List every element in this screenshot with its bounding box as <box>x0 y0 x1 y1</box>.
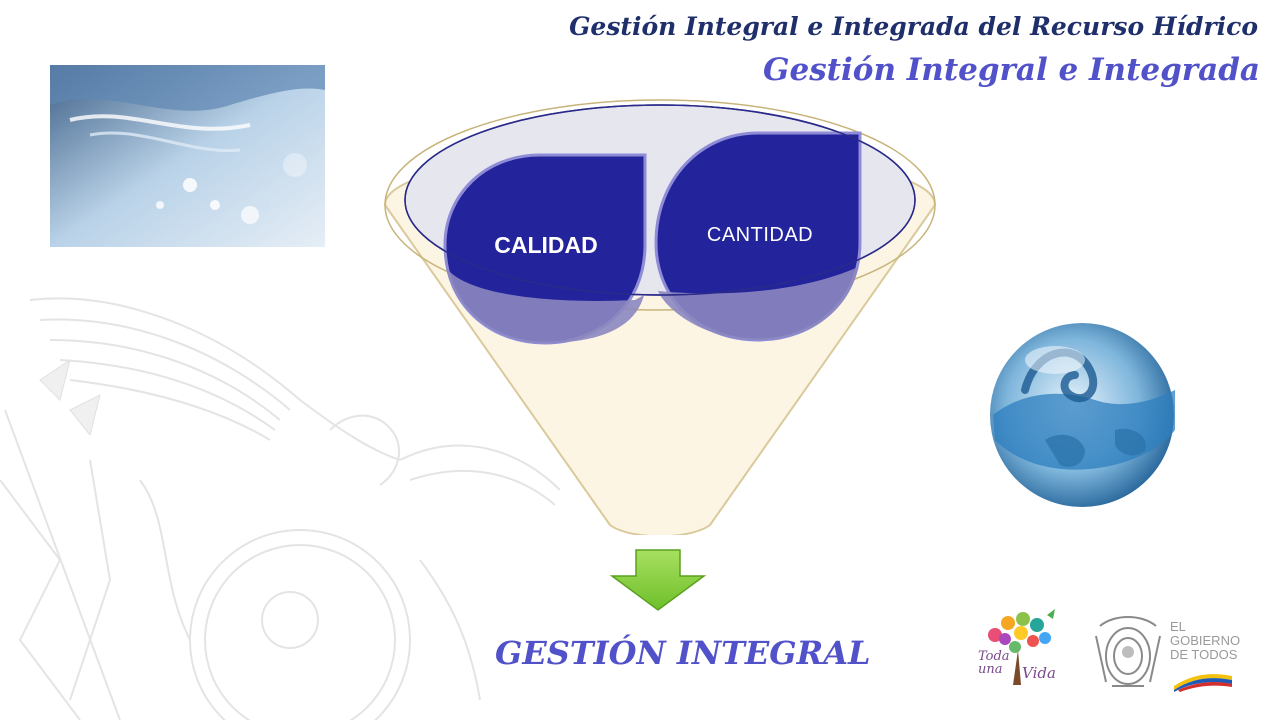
todavida-word-3: Vida <box>1022 664 1056 682</box>
cantidad-label: CANTIDAD <box>706 224 814 246</box>
calidad-label: CALIDAD <box>494 232 598 258</box>
flag-stripe-icon <box>1174 674 1232 692</box>
page-title: Gestión Integral e Integrada del Recurso… <box>569 12 1258 41</box>
toda-una-vida-logo <box>988 609 1055 685</box>
down-arrow-icon <box>609 549 707 611</box>
funnel-diagram <box>383 99 937 535</box>
todavida-word-1: Toda <box>978 649 1010 664</box>
water-splash-image <box>50 65 325 247</box>
gobierno-line-1: EL <box>1170 619 1186 634</box>
gobierno-line-2: GOBIERNO <box>1170 633 1241 648</box>
result-label: GESTIÓN INTEGRAL <box>495 634 871 672</box>
coat-of-arms-logo <box>1095 616 1161 687</box>
toda-una-vida-text: Toda una <box>978 650 1010 676</box>
funnel-rim <box>384 99 936 311</box>
todavida-word-2: una <box>978 662 1003 677</box>
water-globe-image <box>990 323 1175 507</box>
watermark-seal <box>0 297 561 720</box>
gobierno-de-todos-text: EL GOBIERNO DE TODOS <box>1170 620 1240 662</box>
page-subtitle: Gestión Integral e Integrada <box>763 52 1260 88</box>
gobierno-line-3: DE TODOS <box>1170 647 1238 662</box>
